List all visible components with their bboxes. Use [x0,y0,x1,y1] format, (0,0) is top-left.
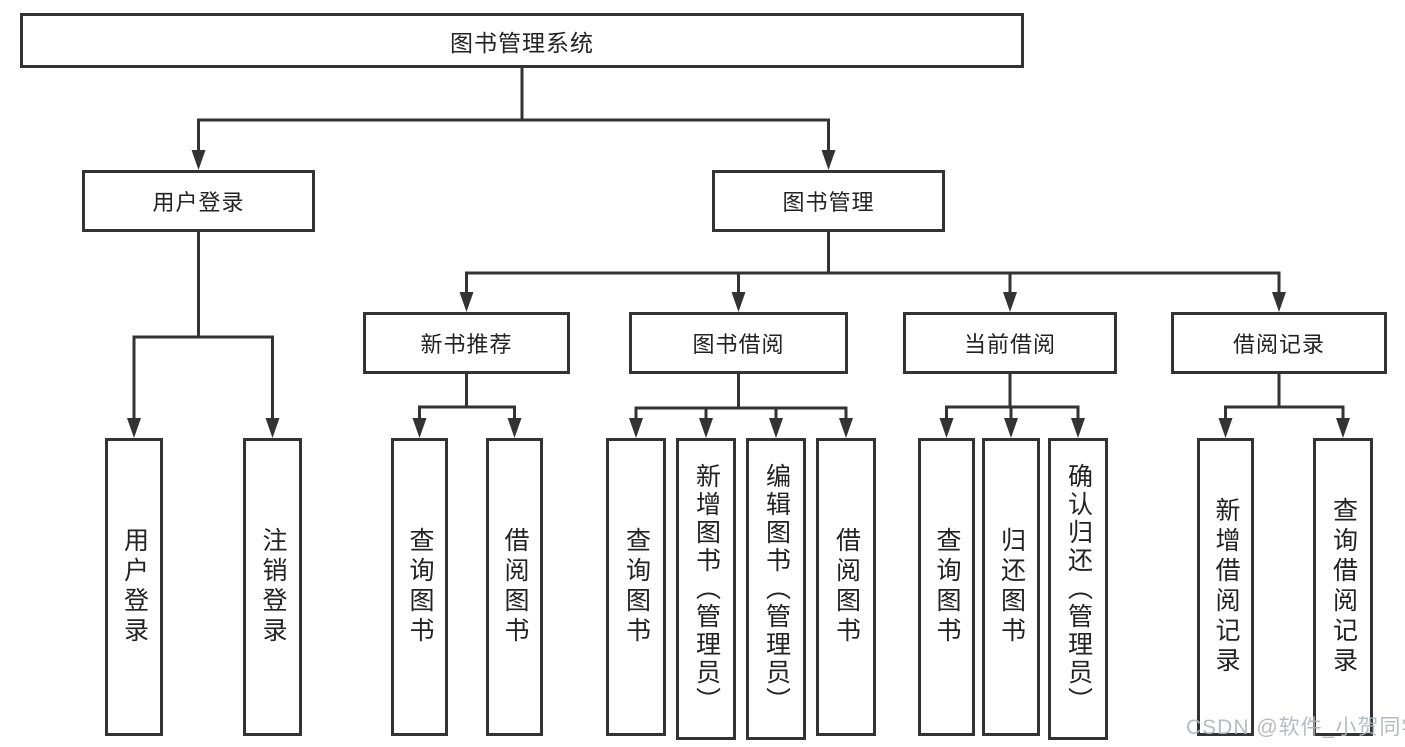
leaf-logout-label: 注销登录 [259,527,287,647]
leaf-borrow-edit-books-admin: 编辑图书（管理员） [746,438,806,740]
leaf-records-query-record: 查询借阅记录 [1313,438,1373,736]
leaf-current-return-books: 归还图书 [982,438,1040,736]
leaf-current-return-books-label: 归还图书 [997,527,1026,647]
leaf-newbook-query-books-label: 查询图书 [406,527,434,647]
leaf-logout: 注销登录 [243,438,302,736]
leaf-user-login-label: 用户登录 [120,527,149,647]
leaf-borrow-borrow-books-label: 借阅图书 [832,527,861,647]
leaf-newbook-borrow-books-label: 借阅图书 [501,527,529,647]
leaf-current-query-books: 查询图书 [918,438,975,736]
leaf-user-login: 用户登录 [105,438,163,736]
leaf-borrow-add-books-admin: 新增图书（管理员） [676,438,736,740]
leaf-records-add-record-label: 新增借阅记录 [1212,497,1240,677]
leaf-borrow-query-books-label: 查询图书 [622,527,651,647]
leaf-current-query-books-label: 查询图书 [933,527,961,647]
node-new-book-recommend: 新书推荐 [363,312,570,374]
node-user-login: 用户登录 [82,170,315,232]
leaf-borrow-query-books: 查询图书 [606,438,666,736]
leaf-borrow-add-books-admin-label: 新增图书（管理员） [692,463,721,715]
node-book-borrow: 图书借阅 [629,312,848,374]
leaf-borrow-borrow-books: 借阅图书 [816,438,876,736]
node-borrow-records: 借阅记录 [1171,312,1387,374]
node-library-management-system: 图书管理系统 [20,13,1024,68]
leaf-current-confirm-return-admin-label: 确认归还（管理员） [1064,463,1093,715]
leaf-records-query-record-label: 查询借阅记录 [1329,497,1358,677]
leaf-borrow-edit-books-admin-label: 编辑图书（管理员） [762,463,791,715]
leaf-records-add-record: 新增借阅记录 [1197,438,1254,736]
node-current-borrow: 当前借阅 [903,312,1117,374]
csdn-watermark: CSDN @软件_小贺同学 [1186,716,1405,739]
leaf-newbook-borrow-books: 借阅图书 [486,438,543,736]
node-book-management: 图书管理 [712,170,945,232]
leaf-current-confirm-return-admin: 确认归还（管理员） [1048,438,1108,740]
leaf-newbook-query-books: 查询图书 [391,438,448,736]
